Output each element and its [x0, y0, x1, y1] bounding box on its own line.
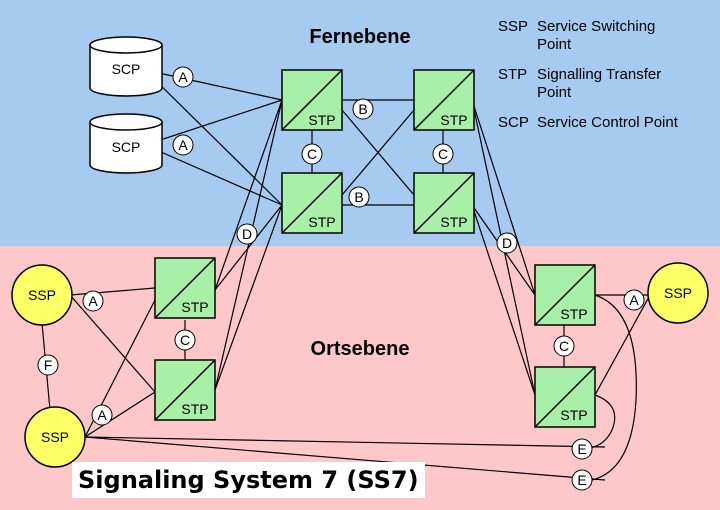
stp-label: STP: [308, 214, 335, 230]
link-e2-curve: [591, 294, 637, 481]
legend-abbr-ssp: SSP: [498, 18, 528, 35]
link-labels: A A B B C C D D A C F A C A E E: [37, 66, 645, 491]
stp-label: STP: [308, 112, 335, 128]
svg-text:A: A: [97, 407, 107, 423]
link-d-l4: [214, 204, 283, 391]
link-scp2-stp-ml: [144, 144, 283, 206]
link-e2: [84, 436, 606, 481]
svg-text:D: D: [502, 235, 512, 251]
scp-label: SCP: [112, 139, 141, 155]
section-title-fernebene: Fernebene: [309, 26, 410, 48]
link-label-d1: D: [236, 223, 258, 245]
link-d-r1: [471, 99, 536, 296]
stp-label: STP: [560, 306, 587, 322]
stp-label: STP: [181, 299, 208, 315]
link-label-c4: C: [553, 335, 575, 357]
link-label-b1: B: [352, 98, 374, 120]
link-label-e2: E: [571, 469, 593, 491]
svg-text:A: A: [178, 137, 188, 153]
stp-node-lower-left-1: STP: [154, 257, 216, 319]
stp-label: STP: [440, 214, 467, 230]
stp-label: STP: [181, 401, 208, 417]
ssp-label: SSP: [41, 429, 69, 445]
link-label-a4: A: [91, 404, 113, 426]
diagram-caption: Signaling System 7 (SS7): [72, 462, 425, 498]
svg-text:C: C: [307, 146, 317, 162]
legend-abbr-scp: SCP: [498, 114, 529, 131]
link-scp2-stp-ul: [144, 99, 283, 146]
svg-text:C: C: [438, 146, 448, 162]
legend-desc2-ssp: Point: [537, 36, 572, 53]
svg-text:A: A: [629, 292, 639, 308]
scp-label: SCP: [112, 61, 141, 77]
svg-text:C: C: [559, 338, 569, 354]
link-ssp-l1-stp-l1: [69, 287, 156, 296]
stp-node-upper-right: STP: [413, 69, 475, 131]
link-label-a3: A: [82, 290, 104, 312]
svg-text:A: A: [88, 293, 98, 309]
link-label-e1: E: [571, 438, 593, 460]
link-e1-curve: [589, 394, 616, 449]
legend-desc-stp: Signalling Transfer: [537, 66, 661, 83]
svg-text:D: D: [242, 226, 252, 242]
link-d-r4: [471, 204, 536, 396]
svg-text:E: E: [577, 472, 586, 488]
stp-node-lower-right-1: STP: [534, 264, 596, 326]
link-d-l3: [214, 99, 283, 391]
link-scp1-stp-ml: [144, 69, 283, 206]
legend: SSP Service Switching Point STP Signalli…: [498, 18, 679, 131]
link-ssp-l1-stp-l2: [69, 294, 156, 393]
legend-abbr-stp: STP: [498, 66, 527, 83]
link-e1: [84, 436, 606, 448]
svg-text:C: C: [180, 332, 190, 348]
scp-node-2: SCP: [89, 113, 163, 174]
ssp-label: SSP: [28, 287, 56, 303]
link-label-c1: C: [301, 143, 323, 165]
stp-node-middle-right: STP: [413, 172, 475, 234]
legend-desc-scp: Service Control Point: [537, 114, 679, 131]
link-label-a1: A: [172, 66, 194, 88]
link-label-d2: D: [496, 232, 518, 254]
ssp-node-right: SSP: [647, 262, 709, 324]
link-label-a5: A: [623, 289, 645, 311]
legend-desc-ssp: Service Switching: [537, 18, 655, 35]
stp-label: STP: [440, 112, 467, 128]
link-label-f1: F: [37, 354, 59, 376]
link-ssp-r-stp-r2: [594, 294, 651, 396]
link-d-l1: [214, 99, 283, 291]
link-label-b2: B: [348, 186, 370, 208]
stp-node-middle-left: STP: [281, 172, 343, 234]
ssp-node-left-2: SSP: [24, 406, 86, 468]
svg-text:F: F: [44, 357, 53, 373]
stp-node-upper-left: STP: [281, 69, 343, 131]
svg-text:A: A: [178, 69, 188, 85]
ssp-node-left-1: SSP: [11, 264, 73, 326]
link-scp1-stp-ul: [144, 69, 283, 101]
link-label-c2: C: [432, 143, 454, 165]
link-label-a2: A: [172, 134, 194, 156]
link-b-cross2: [341, 109, 415, 196]
legend-desc2-stp: Point: [537, 84, 572, 101]
stp-node-lower-right-2: STP: [534, 366, 596, 428]
stp-node-lower-left-2: STP: [154, 359, 216, 421]
link-label-c3: C: [174, 329, 196, 351]
ssp-label: SSP: [664, 285, 692, 301]
stp-label: STP: [560, 407, 587, 423]
section-title-ortsebene: Ortsebene: [311, 338, 410, 360]
svg-text:B: B: [358, 101, 367, 117]
scp-node-1: SCP: [89, 36, 163, 97]
link-ssp-l2-stp-l2: [84, 391, 156, 438]
svg-text:E: E: [577, 441, 586, 457]
svg-text:B: B: [354, 189, 363, 205]
